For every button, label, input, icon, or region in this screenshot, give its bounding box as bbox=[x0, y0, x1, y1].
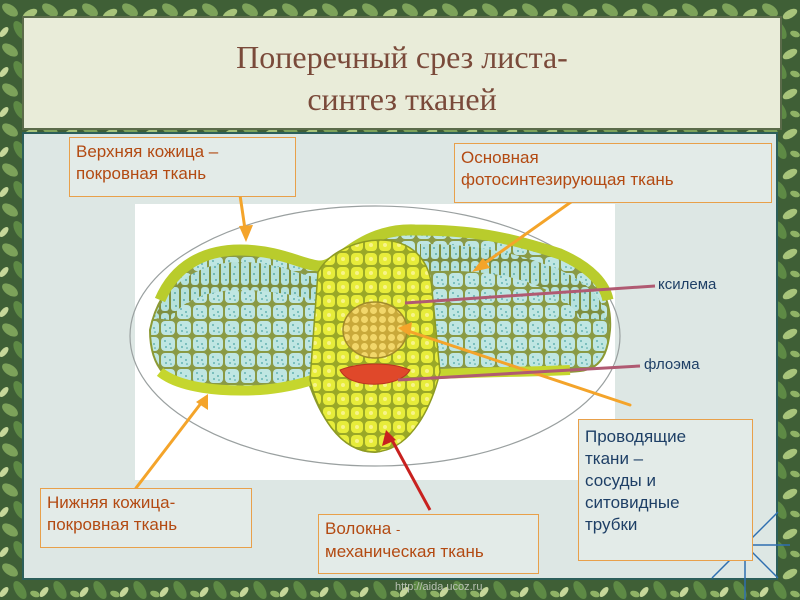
label-upper-epidermis-line2: покровная ткань bbox=[76, 164, 207, 183]
label-fibers-line2: механическая ткань bbox=[325, 542, 484, 561]
callout-lower-epidermis: Нижняя кожица- покровная ткань bbox=[40, 488, 252, 548]
title-panel: Поперечный срез листа- синтез тканей bbox=[22, 16, 782, 130]
leader-lines bbox=[397, 284, 656, 382]
phloem-tissue bbox=[339, 363, 411, 385]
label-lower-epidermis-line1: Нижняя кожица- bbox=[47, 493, 176, 512]
watermark-url: http://aida.ucoz.ru bbox=[395, 581, 483, 593]
label-fibers-line1: Волокна bbox=[325, 519, 392, 538]
label-phloem: флоэма bbox=[644, 356, 700, 373]
xylem-tissue bbox=[342, 301, 408, 359]
label-conductive-line4: ситовидные bbox=[585, 493, 680, 512]
callout-conductive-tissue: Проводящие ткани – сосуды и ситовидные т… bbox=[578, 419, 753, 561]
arrow-lower-epidermis bbox=[134, 396, 207, 490]
arrowhead-lower-epidermis bbox=[196, 394, 208, 410]
arrowhead-ground-tissue bbox=[472, 258, 490, 272]
label-ground-tissue-line2: фотосинтезирующая ткань bbox=[461, 170, 674, 189]
title-line-1: Поперечный срез листа- bbox=[236, 39, 568, 75]
section-outline bbox=[129, 205, 621, 467]
arrow-conductive-tissue bbox=[403, 328, 632, 407]
callout-fibers: Волокна - механическая ткань bbox=[318, 514, 539, 574]
title-line-2: синтез тканей bbox=[307, 81, 497, 117]
label-xylem: ксилема bbox=[658, 276, 717, 293]
leader-phloem bbox=[397, 364, 641, 382]
orange-pointer-arrows bbox=[134, 193, 632, 490]
leader-xylem bbox=[404, 284, 656, 305]
arrowhead-conductive-tissue bbox=[398, 322, 412, 336]
label-conductive-line5: трубки bbox=[585, 515, 638, 534]
label-conductive-line3: сосуды и bbox=[585, 471, 656, 490]
arrow-fibers bbox=[390, 439, 432, 511]
palisade-layer-right bbox=[420, 244, 606, 320]
label-ground-tissue-line1: Основная bbox=[461, 148, 539, 167]
arrow-ground-tissue bbox=[476, 195, 580, 270]
arrowhead-fibers bbox=[382, 430, 396, 446]
label-conductive-line2: ткани – bbox=[585, 449, 644, 468]
label-conductive-line1: Проводящие bbox=[585, 427, 687, 446]
arrowhead-upper-epidermis bbox=[239, 225, 253, 242]
label-upper-epidermis-line1: Верхняя кожица – bbox=[76, 142, 219, 161]
callout-ground-tissue: Основная фотосинтезирующая ткань bbox=[454, 143, 772, 203]
label-lower-epidermis-line2: покровная ткань bbox=[47, 515, 178, 534]
callout-upper-epidermis: Верхняя кожица – покровная ткань bbox=[69, 137, 296, 197]
label-fibers-dash: - bbox=[396, 522, 401, 537]
slide-title: Поперечный срез листа- синтез тканей bbox=[24, 36, 780, 120]
palisade-layer-left bbox=[155, 262, 330, 320]
